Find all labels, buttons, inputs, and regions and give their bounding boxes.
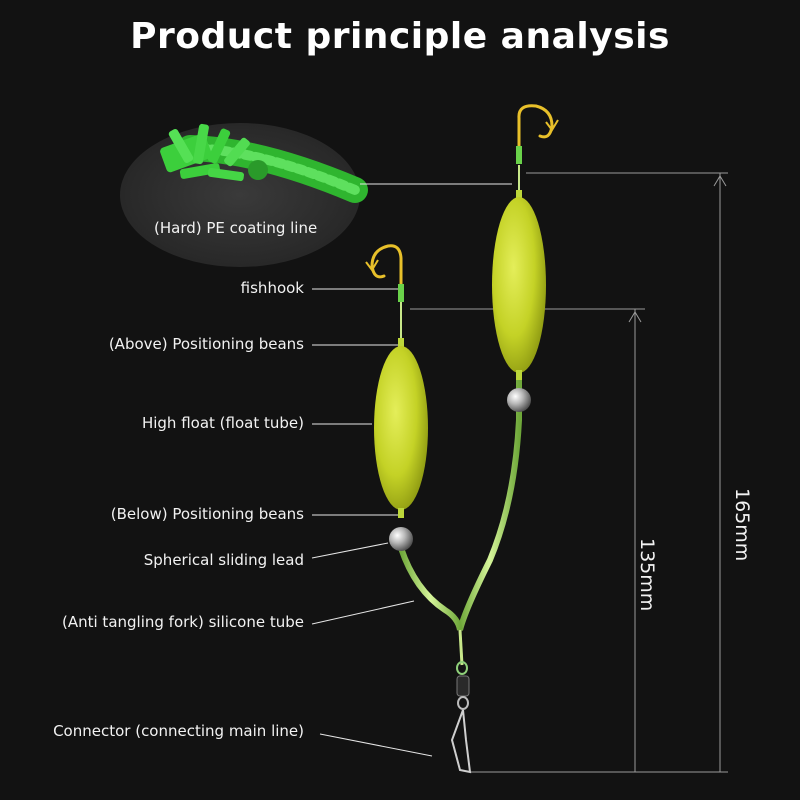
- pe-coating-line-label: (Hard) PE coating line: [154, 219, 318, 237]
- short-sliding-lead-icon: [389, 527, 413, 551]
- above-beans-label: (Above) Positioning beans: [108, 335, 304, 353]
- pe-line-detail: [120, 123, 368, 267]
- rig-lines: [398, 165, 522, 666]
- connector-label: Connector (connecting main line): [53, 722, 304, 740]
- pe-line-braid-icon: [160, 123, 368, 203]
- sliding-lead-label: Spherical sliding lead: [143, 551, 304, 569]
- short-float-icon: [374, 338, 428, 518]
- long-hook-icon: [516, 104, 559, 164]
- long-float-icon: [492, 190, 546, 380]
- long-sliding-lead-icon: [507, 388, 531, 412]
- high-float-label: High float (float tube): [141, 414, 304, 432]
- page-title: Product principle analysis: [130, 16, 670, 57]
- silicone-tube-label: (Anti tangling fork) silicone tube: [62, 613, 304, 631]
- fishhook-label: fishhook: [240, 279, 304, 297]
- short-hook-icon: [365, 244, 404, 302]
- below-beans-label: (Below) Positioning beans: [110, 505, 304, 523]
- dimension-165-label: 165mm: [731, 488, 753, 562]
- dimension-135-label: 135mm: [636, 538, 658, 612]
- connector-icon: [450, 661, 472, 774]
- leader-lines: [311, 183, 512, 757]
